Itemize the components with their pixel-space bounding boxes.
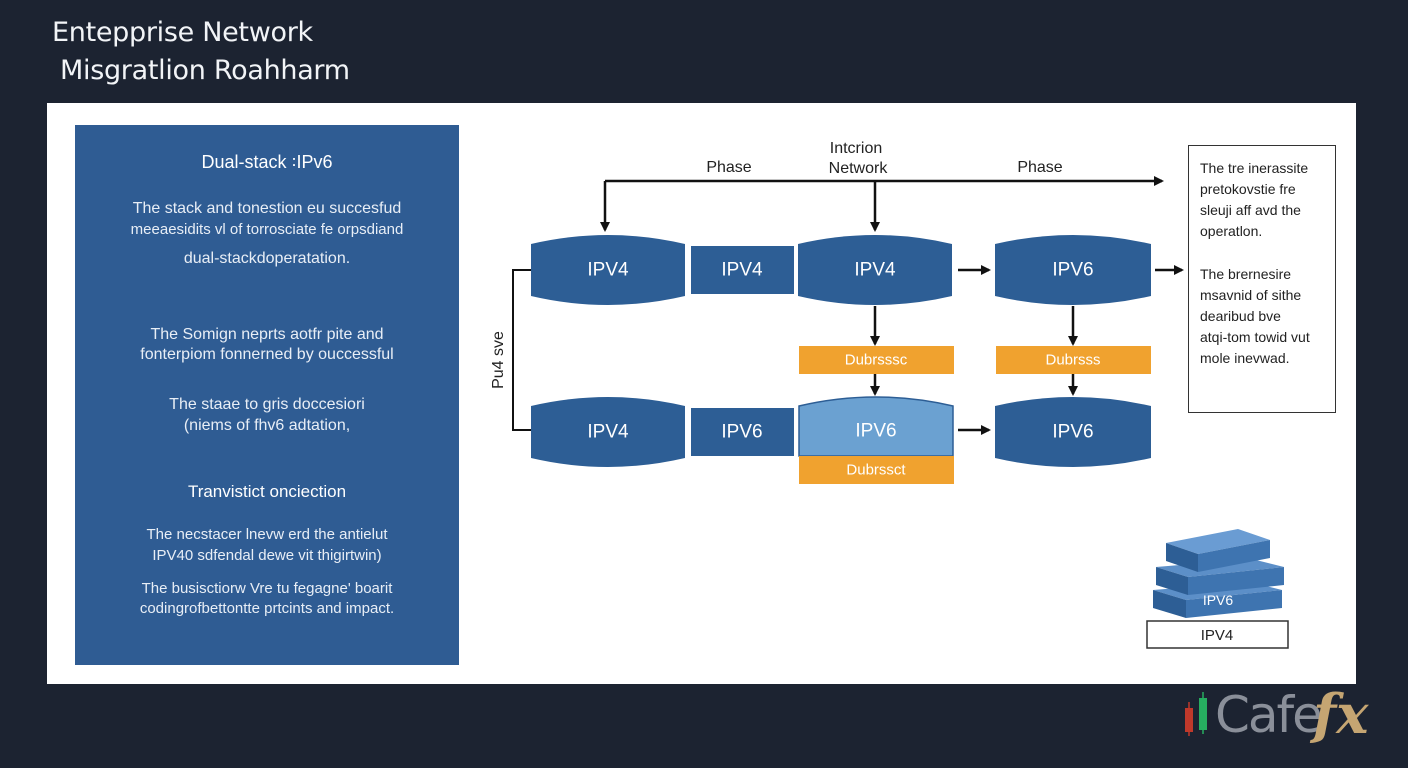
- stack-label: IPV6: [1203, 592, 1234, 608]
- network-label-line-1: Intcrion: [830, 140, 882, 157]
- note-line: pretokovstie fre: [1200, 181, 1296, 197]
- panel-text: meeaesidits vl of torrosciate fe orpsdia…: [130, 221, 404, 238]
- top-flow-line: [600, 176, 1164, 232]
- svg-text:IPV4: IPV4: [854, 260, 896, 281]
- panel-text: IPV40 sdfendal dewe vit thigirtwin): [152, 547, 382, 564]
- orange-bar-1: Dubrsssc: [799, 346, 954, 374]
- svg-text:IPV6: IPV6: [1052, 422, 1093, 443]
- note-line: The tre inerassite: [1200, 160, 1309, 176]
- stack-base-label: IPV4: [1201, 627, 1234, 644]
- phase-label-right: Phase: [1017, 159, 1062, 176]
- note-line: operatlon.: [1200, 223, 1263, 239]
- side-bracket: [512, 269, 531, 431]
- panel-subheading: Tranvistict onciection: [187, 482, 347, 501]
- note-line: dearibud bve: [1200, 308, 1281, 324]
- panel-text: The necstacer lnevw erd the antielut: [146, 526, 388, 543]
- panel-text: The busisctiorw Vre tu fegagne' boarit: [141, 580, 393, 597]
- node-row2-4: IPV6: [995, 397, 1151, 467]
- logo-fx: fx: [1313, 682, 1369, 746]
- node-row2-3: IPV6: [798, 396, 954, 457]
- orange-bar-2: Dubrsss: [996, 346, 1151, 374]
- node-row1-2: IPV4: [691, 246, 794, 294]
- note-line: sleuji aff avd the: [1200, 202, 1301, 218]
- node-row2-2: IPV6: [691, 408, 794, 456]
- candlestick-icon: [1185, 692, 1207, 736]
- panel-heading: Dual-stack ꞉IPv6: [201, 152, 333, 172]
- orange-bar-3: Dubrssct: [799, 456, 954, 484]
- panel-text: The Somign neprts aotfr pite and: [150, 326, 384, 343]
- node-row1-1: IPV4: [531, 235, 685, 305]
- page-title-line-1: Entepprise Network: [52, 17, 313, 48]
- svg-text:IPV4: IPV4: [721, 260, 763, 281]
- node-row2-1: IPV4: [531, 397, 685, 467]
- notes-box: The tre inerassite pretokovstie fre sleu…: [1188, 145, 1336, 413]
- svg-text:Dubrsss: Dubrsss: [1045, 352, 1100, 369]
- panel-text: codingrofbettontte prtcints and impact.: [139, 600, 395, 617]
- svg-text:IPV6: IPV6: [855, 421, 896, 442]
- panel-text: fonterpiom fonnerned by ouccessful: [140, 346, 394, 363]
- svg-text:IPV4: IPV4: [587, 422, 629, 443]
- panel-text: dual-stackdoperatation.: [183, 250, 351, 267]
- svg-text:IPV6: IPV6: [1052, 260, 1093, 281]
- panel-text: The staae to gris doccesiori: [169, 396, 365, 413]
- svg-text:Dubrsssc: Dubrsssc: [845, 352, 908, 369]
- note-line: The brernesire: [1200, 266, 1292, 282]
- note-line: mole inevwad.: [1200, 350, 1290, 366]
- svg-text:Dubrssct: Dubrssct: [846, 462, 906, 479]
- phase-label-left: Phase: [706, 159, 751, 176]
- description-panel: Dual-stack ꞉IPv6 The stack and tonestion…: [75, 125, 459, 665]
- logo-text: Cafe: [1215, 686, 1323, 744]
- panel-text: The stack and tonestion eu succesfud: [132, 200, 402, 217]
- side-label: Pu4 sve: [490, 331, 507, 389]
- note-line: atqi-tom towid vut: [1200, 329, 1310, 345]
- stack-base-box: [1146, 620, 1289, 649]
- cafefx-logo: Cafe fx: [1183, 682, 1393, 746]
- node-row1-3: IPV4: [798, 235, 952, 305]
- panel-text: (niems of fhv6 adtation,: [183, 417, 351, 434]
- page-title-line-2: Misgratlion Roahharm: [60, 55, 350, 86]
- svg-text:IPV4: IPV4: [587, 260, 629, 281]
- node-row1-4: IPV6: [995, 235, 1151, 305]
- server-stack-icon: [1153, 529, 1284, 618]
- svg-text:IPV6: IPV6: [721, 422, 762, 443]
- note-line: msavnid of sithe: [1200, 287, 1302, 303]
- network-label-line-2: Network: [829, 160, 889, 177]
